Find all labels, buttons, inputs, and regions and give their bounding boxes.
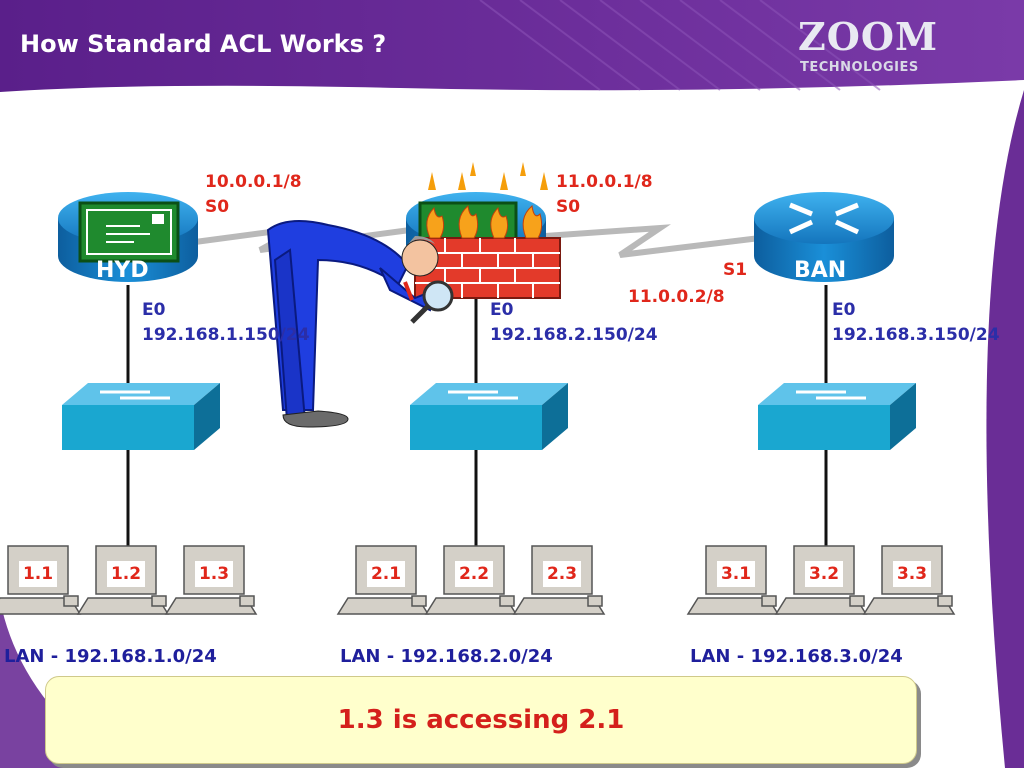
ban-lan-interface: E0: [832, 300, 856, 320]
lan-label-hyd: LAN - 192.168.1.0/24: [4, 646, 217, 667]
host-label: 1.3: [195, 561, 233, 587]
right-swoosh: [986, 90, 1024, 768]
switch-icon: [758, 383, 916, 450]
lan-label-mid: LAN - 192.168.2.0/24: [340, 646, 553, 667]
router-icon: [754, 192, 894, 282]
mid-lan-ip: 192.168.2.150/24: [490, 325, 658, 345]
ban-lan-ip: 192.168.3.150/24: [832, 325, 1000, 345]
host-label: 3.1: [717, 561, 755, 587]
host-label: 3.2: [805, 561, 843, 587]
mid-wan-interface: S0: [556, 197, 581, 217]
zoom-logo: ZOOM: [798, 14, 939, 59]
inspector-with-magnifier-figure: [266, 220, 454, 428]
computer-icon: [164, 545, 258, 615]
hyd-lan-interface: E0: [142, 300, 166, 320]
switch-icon: [410, 383, 568, 450]
host-label: 1.1: [19, 561, 57, 587]
host-label: 2.2: [455, 561, 493, 587]
hyd-lan-ip: 192.168.1.150/24: [142, 325, 310, 345]
mid-lan-interface: E0: [490, 300, 514, 320]
ban-wan-ip: 11.0.0.2/8: [628, 287, 725, 307]
router-name-ban: BAN: [794, 258, 847, 283]
ban-wan-interface: S1: [723, 260, 748, 280]
lan-label-ban: LAN - 192.168.3.0/24: [690, 646, 903, 667]
router-name-hyd: HYD: [96, 258, 149, 283]
switch-icon: [62, 383, 220, 450]
bottom-swoosh: [0, 600, 120, 768]
hyd-wan-ip: 10.0.0.1/8: [205, 172, 302, 192]
hyd-wan-interface: S0: [205, 197, 230, 217]
status-message: 1.3 is accessing 2.1: [337, 705, 625, 735]
logo-tagline: TECHNOLOGIES: [800, 60, 919, 75]
header-banner: [0, 0, 1024, 92]
host-label: 3.3: [893, 561, 931, 587]
mid-wan-ip: 11.0.0.1/8: [556, 172, 653, 192]
host-label: 2.1: [367, 561, 405, 587]
slide-title: How Standard ACL Works ?: [20, 30, 387, 58]
host-label: 2.3: [543, 561, 581, 587]
lan-cables: [126, 285, 828, 545]
computer-icon: [686, 545, 780, 615]
status-banner: 1.3 is accessing 2.1: [45, 676, 917, 764]
host-label: 1.2: [107, 561, 145, 587]
envelope-icon: [78, 201, 180, 263]
